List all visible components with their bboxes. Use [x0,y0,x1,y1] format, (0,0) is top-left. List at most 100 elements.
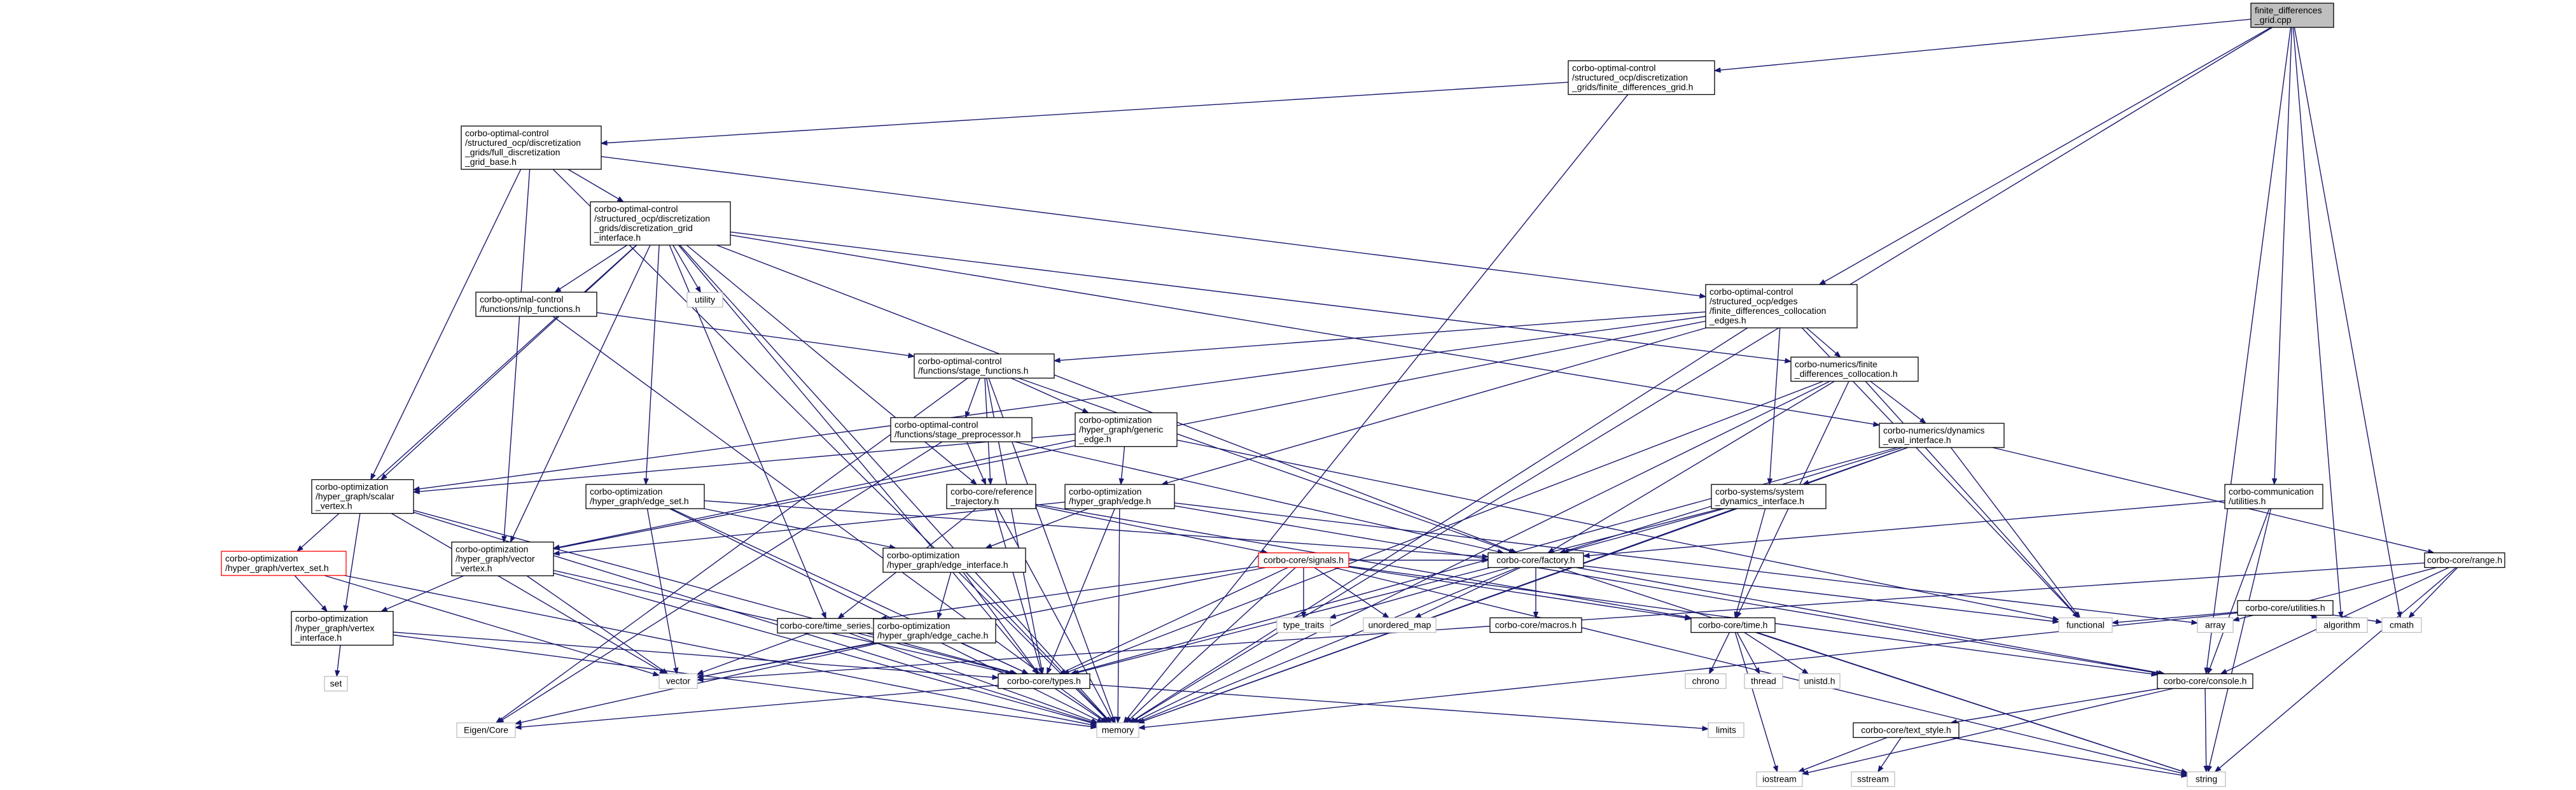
edge-genedge-to-edge [1118,446,1125,486]
edge-vxset-to-vxiface [294,575,328,612]
node-box [475,292,597,317]
node-textstyle[interactable]: corbo-core/text_style.h [1853,722,1960,738]
node-box [946,484,1036,509]
node-box [2316,617,2368,633]
edge-textstyle-to-string [1951,737,2189,778]
edge-edge-to-memory [1115,508,1121,724]
node-macros[interactable]: corbo-core/macros.h [1489,617,1582,633]
node-ndei[interactable]: corbo-numerics/dynamics_eval_interface.h [1879,423,2005,448]
node-label-line: type_traits [1283,620,1325,630]
edge-edgeiface-to-memory [965,572,1111,724]
node-label-line: /structured_ocp/discretization [1572,73,1688,83]
node-types[interactable]: corbo-core/types.h [998,673,1090,689]
node-label-line: /hyper_graph/edge_interface.h [887,560,1008,570]
node-label-line: /hyper_graph/vertex [295,623,375,633]
edge-dgi-to-scalarvx [380,244,637,481]
edge-sysdyn-to-factory [1561,508,1725,554]
node-cmath: cmath [2381,617,2422,633]
edge-commutil-to-console [2207,508,2270,675]
node-label-line: array [2205,620,2225,630]
node-box [890,417,1033,442]
node-label-line: unordered_map [1368,620,1431,630]
node-thread: thread [1744,673,1783,689]
node-label-line: string [2196,774,2217,784]
node-scalarvx[interactable]: corbo-optimization/hyper_graph/scalar_ve… [311,479,414,514]
node-sstream: sstream [1851,771,1895,787]
edge-dgi-to-utility [672,244,701,293]
node-vectorvx[interactable]: corbo-optimization/hyper_graph/vector_ve… [451,541,554,577]
node-box [585,484,705,509]
node-box [1568,60,1715,95]
node-edgecache[interactable]: corbo-optimization/hyper_graph/edge_cach… [873,618,996,644]
edge-edgeset-to-memory [669,508,1104,724]
node-label-line: functional [2066,620,2105,630]
node-genedge[interactable]: corbo-optimization/hyper_graph/generic_e… [1075,412,1178,448]
node-label-line: /hyper_graph/edge_cache.h [877,630,988,640]
node-box [1708,722,1744,738]
node-label-line: _eval_interface.h [1883,435,1951,445]
node-dgi[interactable]: corbo-optimal-control/structured_ocp/dis… [590,201,731,246]
node-box [1756,771,1803,787]
edge-scalarvx-to-vxiface [343,513,361,612]
node-stagef[interactable]: corbo-optimal-control/functions/stage_fu… [914,353,1055,379]
node-label-line: corbo-core/factory.h [1496,555,1575,565]
node-nfdc[interactable]: corbo-numerics/finite_differences_colloc… [1790,356,1919,382]
node-box [221,551,347,576]
node-label-line: /hyper_graph/edge_set.h [590,496,689,506]
edge-signals-to-time [1348,567,1692,621]
edge-coreutil-to-functional [2111,611,2238,625]
node-box [1705,284,1858,328]
node-box [2058,617,2113,633]
node-edge[interactable]: corbo-optimization/hyper_graph/edge.h [1064,484,1175,509]
node-reftraj[interactable]: corbo-core/reference_trajectory.h [946,484,1036,509]
node-fdg[interactable]: corbo-optimal-control/structured_ocp/dis… [1568,60,1715,95]
node-sysdyn[interactable]: corbo-systems/system_dynamics_interface.… [1711,484,1827,509]
node-label-line: corbo-numerics/finite [1795,359,1877,369]
node-coreutil[interactable]: corbo-core/utilities.h [2237,600,2334,616]
node-box [2250,3,2334,28]
node-label-line: corbo-optimal-control [1572,63,1656,73]
edge-genedge-to-scalarvx [412,434,1076,495]
edge-timeseries-to-vector [696,632,809,675]
node-memory: memory [1096,722,1139,738]
node-factory[interactable]: corbo-core/factory.h [1487,552,1584,568]
edge-types-to-limits [1089,684,1709,731]
node-fdce[interactable]: corbo-optimal-control/structured_ocp/edg… [1705,284,1858,328]
node-box [291,610,394,646]
node-console[interactable]: corbo-core/console.h [2157,673,2253,689]
node-vxset[interactable]: corbo-optimization/hyper_graph/vertex_se… [221,551,347,576]
node-range[interactable]: corbo-core/range.h [2424,552,2505,568]
node-label-line: corbo-optimization [456,544,528,554]
edge-stagef-to-stagepre [965,377,980,419]
node-label-line: _edges.h [1709,315,1746,325]
node-label-line: /hyper_graph/vector [456,554,535,564]
node-commutil[interactable]: corbo-communication/utilities.h [2224,484,2323,509]
node-label-line: corbo-optimal-control [480,294,564,304]
edge-sysdyn-to-types [1071,508,1722,675]
node-timeseries[interactable]: corbo-core/time_series.h [777,617,881,634]
node-time[interactable]: corbo-core/time.h [1690,617,1776,633]
node-root[interactable]: finite_differences_grid.cpp [2250,3,2334,28]
node-box [686,292,723,308]
node-vxiface[interactable]: corbo-optimization/hyper_graph/vertex_in… [291,610,394,646]
edge-time-to-string [1755,631,2189,774]
edge-vxset-to-vector [324,575,660,677]
node-box [2381,617,2422,633]
node-fdb[interactable]: corbo-optimal-control/structured_ocp/dis… [461,125,602,170]
node-chrono: chrono [1685,673,1727,689]
node-nlpf[interactable]: corbo-optimal-control/functions/nlp_func… [475,292,597,317]
edge-ndei-to-functional [1950,447,2081,619]
edge-vxiface-to-types [393,631,999,681]
node-stagepre[interactable]: corbo-optimal-control/functions/stage_pr… [890,417,1033,442]
node-label-line: /hyper_graph/scalar [316,491,394,502]
node-box [1853,722,1960,738]
node-label-line: corbo-communication [2229,486,2314,497]
node-label-line: _edge.h [1078,434,1111,444]
node-box [1744,673,1783,689]
node-edgeiface[interactable]: corbo-optimization/hyper_graph/edge_inte… [882,547,1026,573]
edge-signals-to-factory [1349,557,1489,563]
edge-types-to-memory [1054,688,1108,724]
node-edgeset[interactable]: corbo-optimization/hyper_graph/edge_set.… [585,484,705,509]
node-label-line: corbo-optimal-control [465,128,549,138]
node-signals[interactable]: corbo-core/signals.h [1258,552,1349,568]
